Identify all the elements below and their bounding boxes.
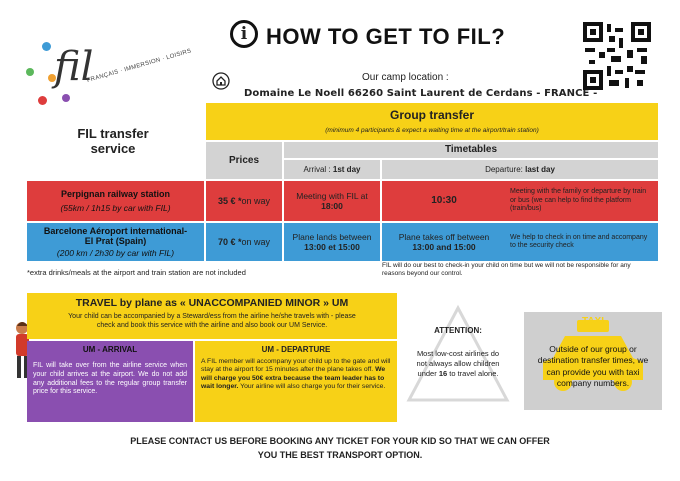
- row-perpignan-price-amount: 35 € *: [217, 195, 242, 206]
- um-arrival-text: FIL will take over from the airline serv…: [33, 362, 187, 396]
- footer-line-1: PLEASE CONTACT US BEFORE BOOKING ANY TIC…: [130, 436, 550, 446]
- timetables-header: Timetables: [284, 142, 658, 158]
- home-icon: [212, 72, 230, 90]
- departure-header: Departure: last day: [382, 160, 658, 179]
- row-barcelona-departure-note: We help to check in on time and accompan…: [506, 223, 658, 261]
- um-arrival-title: UM - ARRIVAL: [82, 345, 138, 354]
- departure-header-prefix: Departure:: [485, 164, 523, 174]
- group-transfer-title: Group transfer: [389, 107, 474, 122]
- logo-dot-green: [26, 68, 34, 76]
- departure-header-day: last day: [525, 164, 555, 174]
- info-icon: i: [230, 20, 258, 48]
- prices-header: Prices: [206, 142, 282, 179]
- logo-tagline: FRANÇAIS · IMMERSION · LOISIRS: [86, 48, 193, 84]
- logo-dot-purple: [62, 94, 70, 102]
- taxi-label: TAXI: [581, 316, 605, 327]
- logo: fil FRANÇAIS · IMMERSION · LOISIRS: [22, 28, 212, 118]
- row-barcelona-price: 70 € * on way: [206, 223, 282, 261]
- footer-line-2: YOU THE BEST TRANSPORT OPTION.: [257, 450, 423, 460]
- logo-mark: fil: [54, 44, 94, 90]
- table-footnote: *extra drinks/meals at the airport and t…: [27, 268, 246, 277]
- location-address: Domaine Le Noell 66260 Saint Laurent de …: [244, 88, 598, 99]
- location-label: Our camp location :: [362, 72, 449, 83]
- row-barcelona-title: Barcelone Aéroport international- El Pra…: [43, 225, 188, 247]
- um-departure-panel: UM - DEPARTURE A FIL member will accompa…: [195, 341, 397, 422]
- um-arrival-panel: UM - ARRIVAL FIL will take over from the…: [27, 341, 193, 422]
- row-barcelona-arrival-time: 13:00 et 15:00: [304, 242, 360, 252]
- logo-dot-orange: [48, 74, 56, 82]
- row-perpignan-arrival: Meeting with FIL at 18:00: [284, 181, 380, 221]
- attention-panel: ATTENTION: Most low-cost airlines do not…: [405, 304, 511, 404]
- um-departure-text-bold: We will charge you 50€ extra because the…: [201, 366, 386, 391]
- minor-heading: TRAVEL by plane as « UNACCOMPANIED MINOR…: [75, 297, 349, 309]
- row-barcelona-price-suffix: on way: [241, 236, 271, 247]
- row-barcelona-departure: Plane takes off between 13:00 and 15:00: [382, 223, 506, 261]
- row-perpignan-title: Perpignan railway station: [60, 189, 171, 199]
- um-departure-title: UM - DEPARTURE: [261, 345, 331, 354]
- um-departure-text-1: A FIL member will accompany your child u…: [201, 358, 391, 374]
- taxi-panel: TAXI Outside of our group or destination…: [524, 312, 662, 410]
- taxi-text: Outside of our group or destination tran…: [537, 344, 649, 389]
- warning-triangle-icon: [406, 304, 510, 402]
- taxi-car-icon: [543, 320, 643, 391]
- row-perpignan-price: 35 € * on way: [206, 181, 282, 221]
- row-barcelona-arrival: Plane lands between 13:00 et 15:00: [284, 223, 380, 261]
- um-departure-text-2: Your airline will also charge you for th…: [240, 383, 386, 391]
- logo-dot-red: [38, 96, 47, 105]
- sidebar-title: FIL transfer service: [77, 126, 149, 156]
- minor-intro: Your child can be accompanied by a Stewa…: [68, 313, 356, 329]
- row-barcelona-departure-time: 13:00 and 15:00: [412, 242, 476, 252]
- group-transfer-note: (minimum 4 participants & expect a waiti…: [325, 127, 539, 135]
- group-transfer-header: Group transfer (minimum 4 participants &…: [206, 103, 658, 140]
- row-perpignan-detail: (55km / 1h15 by car with FIL): [60, 202, 171, 213]
- um-departure-text: A FIL member will accompany your child u…: [201, 358, 391, 392]
- attention-text-1: Most low-cost airlines do not always all…: [416, 349, 500, 379]
- arrival-header-day: 1st day: [332, 164, 361, 174]
- row-barcelona-arrival-text: Plane lands between: [292, 231, 372, 242]
- qr-code[interactable]: [583, 22, 651, 90]
- row-barcelona-detail: (200 km / 2h30 by car with FIL): [56, 248, 175, 259]
- row-perpignan-price-suffix: on way: [241, 195, 271, 206]
- row-barcelona-name: Barcelone Aéroport international- El Pra…: [27, 223, 204, 261]
- row-barcelona-departure-text: Plane takes off between: [398, 231, 490, 242]
- minor-panel: TRAVEL by plane as « UNACCOMPANIED MINOR…: [27, 293, 397, 339]
- row-perpignan-arrival-time: 18:00: [321, 201, 343, 211]
- row-perpignan-arrival-text: Meeting with FIL at: [296, 190, 368, 201]
- logo-dot-blue: [42, 42, 51, 51]
- page-title: HOW TO GET TO FIL?: [266, 24, 506, 49]
- checkin-note: FIL will do our best to check-in your ch…: [382, 262, 631, 278]
- row-perpignan-departure-time: 10:30: [382, 181, 506, 221]
- attention-title: ATTENTION:: [434, 326, 482, 335]
- row-perpignan-name: Perpignan railway station (55km / 1h15 b…: [27, 181, 204, 221]
- arrival-header-prefix: Arrival :: [303, 164, 331, 174]
- attention-text-2: to travel alone.: [447, 369, 499, 379]
- attention-text-bold: 16: [438, 369, 448, 379]
- attention-text: Most low-cost airlines do not always all…: [413, 349, 503, 379]
- arrival-header: Arrival : 1st day: [284, 160, 380, 179]
- row-barcelona-price-amount: 70 € *: [217, 236, 242, 247]
- row-perpignan-departure-note: Meeting with the family or departure by …: [506, 181, 658, 221]
